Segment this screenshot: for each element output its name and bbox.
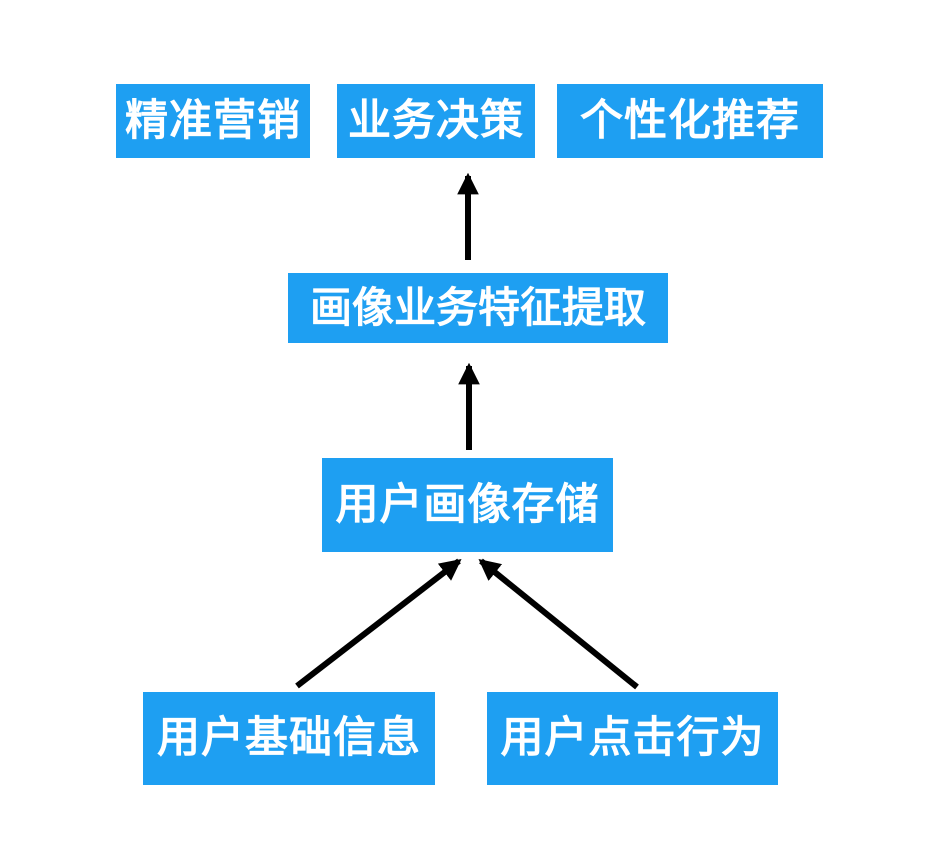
arrow-user-basic-info-to-profile-storage [295, 558, 462, 689]
node-profile-storage: 用户画像存储 [322, 458, 613, 552]
node-personalized-recommendation: 个性化推荐 [557, 84, 823, 158]
node-feature-extraction: 画像业务特征提取 [288, 273, 668, 343]
arrow-user-click-behavior-to-profile-storage [478, 558, 639, 690]
node-business-decision: 业务决策 [337, 84, 535, 158]
node-user-basic-info: 用户基础信息 [143, 692, 435, 785]
node-precision-marketing: 精准营销 [116, 84, 310, 158]
node-user-click-behavior: 用户点击行为 [487, 692, 778, 785]
